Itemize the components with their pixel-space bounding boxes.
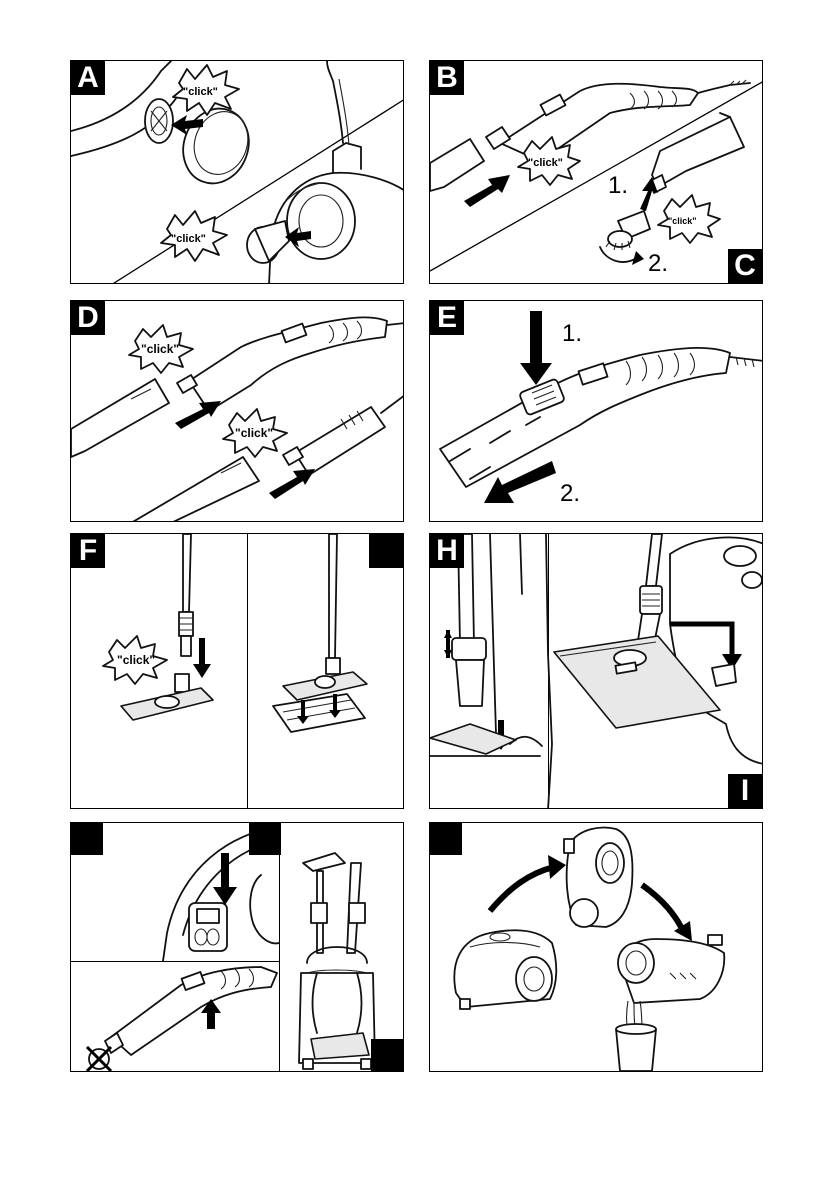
panel-e-label: E — [430, 301, 464, 335]
panel-e: 1. 2. E — [429, 300, 763, 522]
step-c-1: 1. — [608, 172, 628, 199]
panel-m-illustration — [430, 823, 763, 1072]
panel-hi: H I — [429, 533, 763, 809]
panel-bc: "click" 1. 2. "click" B C — [429, 60, 763, 284]
panel-a-illustration: "click" "click" — [71, 61, 404, 284]
panel-h-label: H — [430, 534, 464, 568]
click-label-d-bottom: "click" — [235, 426, 273, 440]
panel-d-illustration: "click" "click" — [71, 301, 404, 522]
panel-j-label — [71, 823, 103, 855]
click-label-f: "click" — [117, 653, 155, 667]
click-label-d-top: "click" — [141, 342, 179, 356]
panel-bc-illustration: "click" 1. 2. "click" — [430, 61, 763, 284]
panel-fg: "click" F — [70, 533, 404, 809]
panel-a: "click" "click" A — [70, 60, 404, 284]
panel-g-label — [369, 534, 403, 568]
panel-f-label: F — [71, 534, 105, 568]
panel-e-illustration: 1. 2. — [430, 301, 763, 522]
step-c-2: 2. — [648, 250, 668, 277]
panel-l-label — [371, 1039, 403, 1071]
panel-a-label: A — [71, 61, 105, 95]
step-e-1: 1. — [562, 320, 582, 347]
panel-jkl-illustration — [71, 823, 404, 1072]
click-label-bottom: "click" — [171, 233, 206, 245]
step-e-2: 2. — [560, 480, 580, 507]
panel-d-label: D — [71, 301, 105, 335]
panel-d: "click" "click" D — [70, 300, 404, 522]
panel-m-label — [430, 823, 462, 855]
click-label-b: "click" — [528, 157, 563, 169]
panel-c-label: C — [728, 249, 762, 283]
panel-fg-illustration: "click" — [71, 534, 404, 809]
panel-k-label — [249, 823, 281, 855]
panel-hi-illustration — [430, 534, 763, 809]
panel-b-label: B — [430, 61, 464, 95]
click-label-top: "click" — [183, 86, 218, 98]
click-label-c: "click" — [668, 216, 697, 226]
panel-jkl — [70, 822, 404, 1072]
panel-m — [429, 822, 763, 1072]
panel-i-label: I — [728, 774, 762, 808]
